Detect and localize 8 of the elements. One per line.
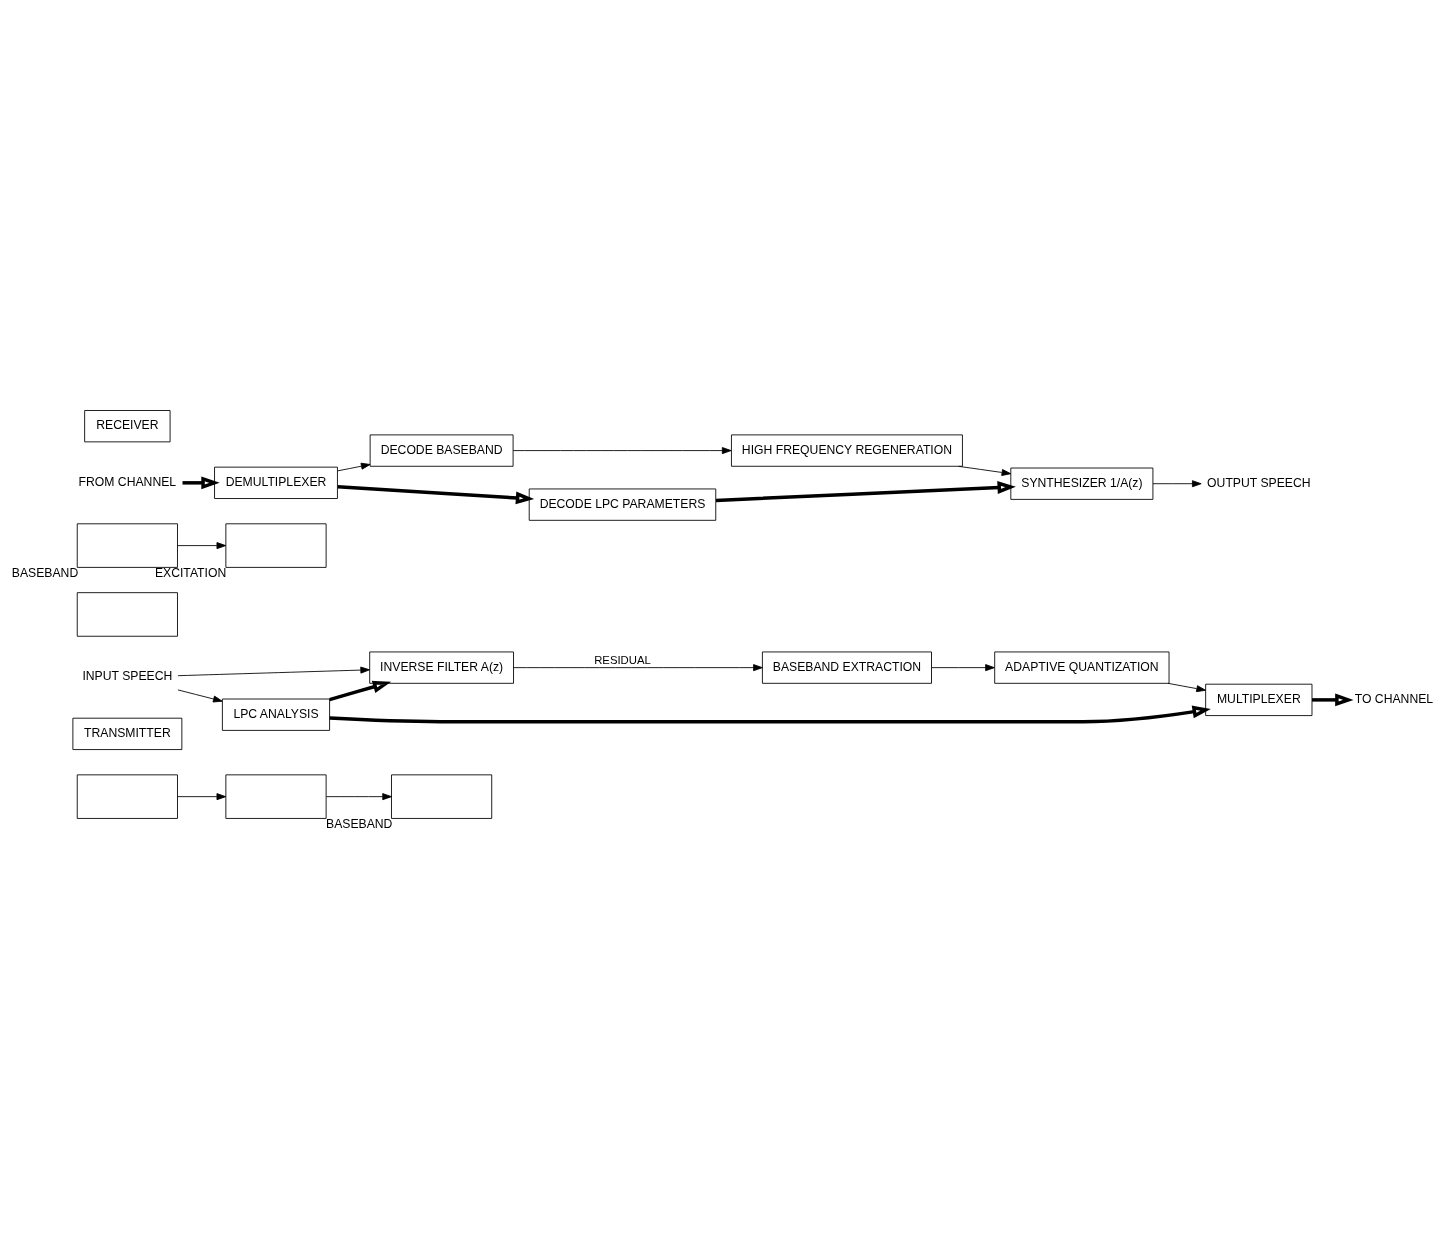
node-text: TO CHANNEL: [1354, 692, 1434, 707]
node-text: FROM CHANNEL: [78, 475, 177, 490]
node-label: BASEBAND: [11, 566, 79, 581]
node-label: EXCITATION: [154, 566, 227, 581]
node-text: OUTPUT SPEECH: [1207, 475, 1311, 490]
edge-label: RESIDUAL: [594, 654, 651, 667]
node-label: BASEBAND: [326, 817, 393, 832]
node-text: INPUT SPEECH: [82, 669, 173, 684]
